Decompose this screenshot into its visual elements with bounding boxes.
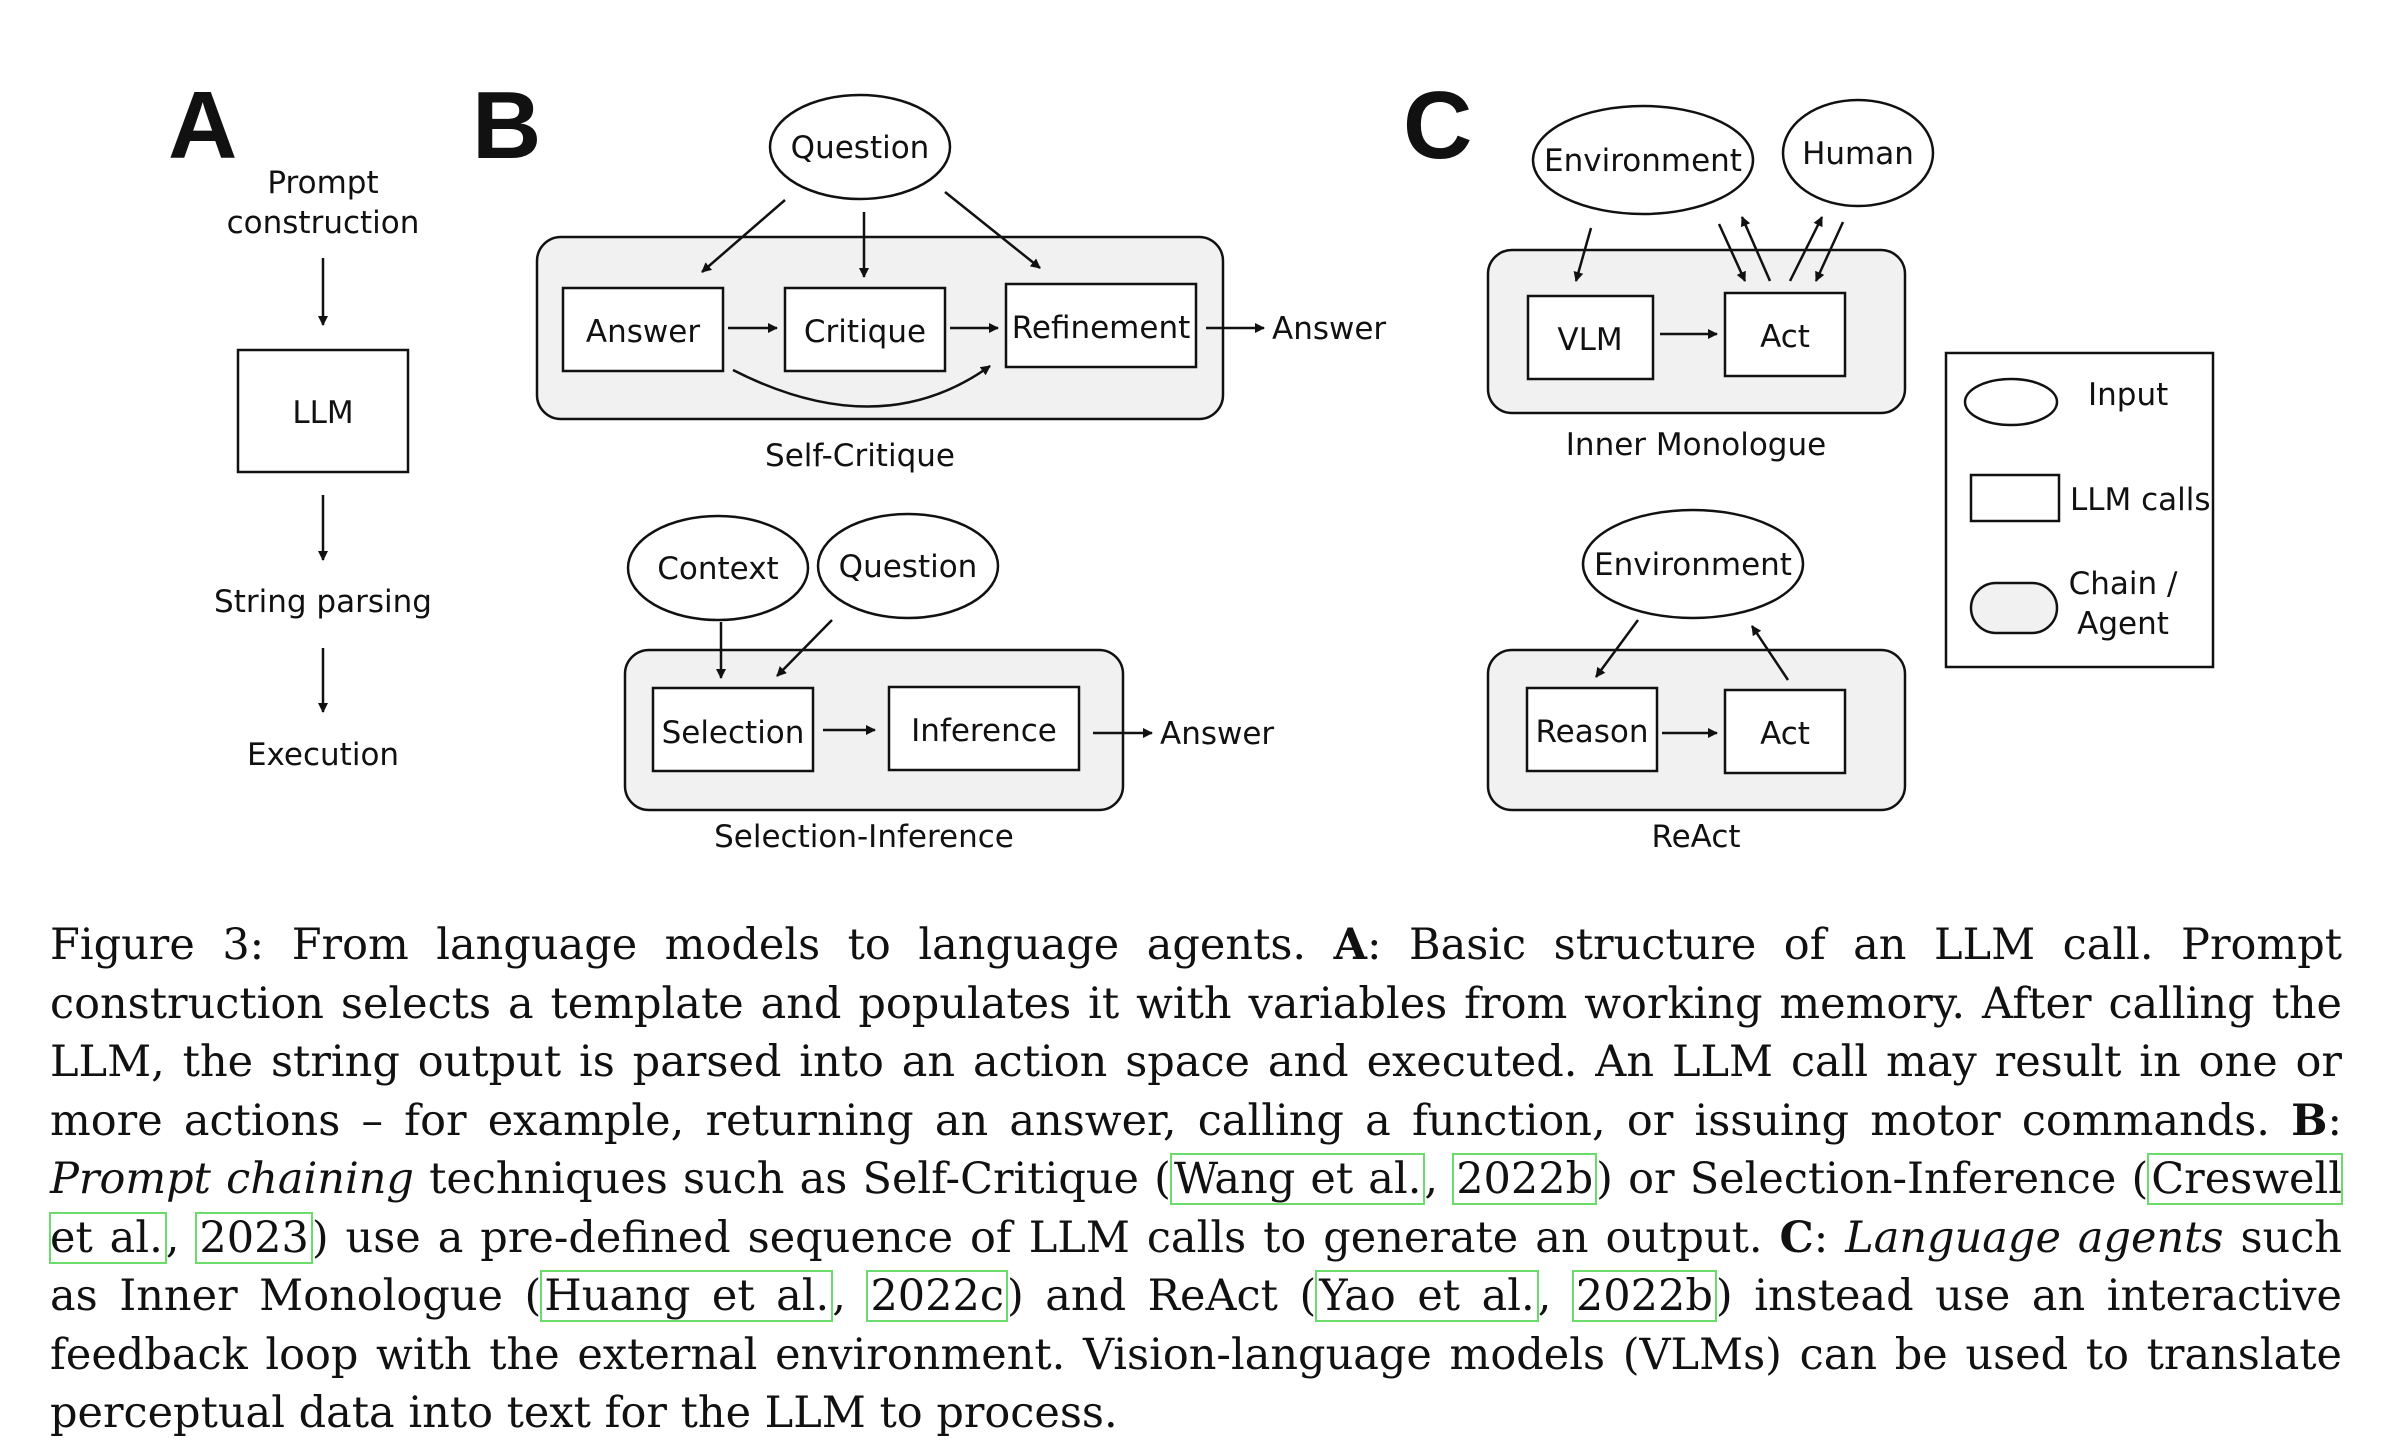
arrow-human-to-act	[1814, 221, 1845, 282]
caption-text: :	[2327, 1095, 2343, 1146]
caption-text: ) use a pre-defined sequence of LLM call…	[311, 1212, 1780, 1263]
reason-llm-label: Reason	[1536, 714, 1649, 750]
arrow-act-to-human	[1788, 216, 1824, 282]
arrow-environment-to-reason	[1594, 619, 1640, 678]
question-input-label-2: Question	[839, 549, 978, 585]
caption-panel-b-ref: B	[2291, 1095, 2328, 1146]
context-input-ellipse	[626, 514, 810, 622]
figure-caption: Figure 3: From language models to langua…	[49, 916, 2343, 1443]
vlm-label: VLM	[1557, 322, 1622, 358]
legend: Input LLM calls Chain / Agent	[1944, 351, 2215, 669]
inference-llm-label: Inference	[911, 713, 1057, 749]
execution-label: Execution	[247, 737, 399, 773]
citation-link-wang-year[interactable]: 2022b	[1452, 1153, 1598, 1205]
environment-input-label-2: Environment	[1594, 547, 1792, 583]
human-input-label: Human	[1802, 136, 1914, 172]
critique-llm-box	[783, 286, 947, 373]
llm-label: LLM	[292, 395, 353, 431]
caption-text: techniques such as Self-Critique (	[413, 1154, 1171, 1204]
answer-llm-label: Answer	[586, 314, 700, 350]
arrow-environment-to-vlm	[1573, 227, 1593, 282]
answer-llm-box	[561, 286, 725, 373]
caption-text: Figure 3: From language models to langua…	[50, 920, 1334, 970]
caption-text: : Basic structure of an LLM call. Prompt…	[50, 920, 2342, 1146]
context-input-label: Context	[657, 551, 778, 587]
question-input-ellipse-2	[816, 512, 1000, 620]
react-agent: Environment Reason Act ReAct	[1486, 508, 1907, 855]
panel-a: A Prompt construction LLM String parsing…	[168, 72, 432, 773]
legend-input-label: Input	[2088, 377, 2168, 413]
figure-3-diagram: A Prompt construction LLM String parsing…	[168, 72, 2215, 855]
citation-link-yao-year[interactable]: 2022b	[1571, 1270, 1717, 1322]
question-input-ellipse	[768, 93, 952, 201]
caption-text: ,	[1537, 1271, 1573, 1321]
caption-panel-a-ref: A	[1333, 920, 1367, 970]
caption-panel-c-ref: C	[1779, 1212, 1814, 1263]
panel-b: B Question Answer Critique Refinement An…	[472, 72, 1386, 855]
self-critique-output-label: Answer	[1272, 311, 1386, 347]
legend-llm-calls-swatch	[1969, 473, 2061, 523]
caption-text: ,	[1424, 1154, 1454, 1204]
caption-text: ) or Selection-Inference (	[1596, 1154, 2149, 1204]
react-label: ReAct	[1651, 819, 1740, 855]
arrow-environment-to-act	[1717, 223, 1747, 282]
vlm-box	[1526, 294, 1655, 381]
panel-b-letter: B	[472, 72, 541, 179]
refinement-llm-label: Refinement	[1012, 310, 1191, 346]
self-critique-chain: Question Answer Critique Refinement Answ…	[535, 93, 1386, 474]
citation-link-creswell-year[interactable]: 2023	[195, 1211, 313, 1264]
arrow-question-to-selection	[776, 619, 833, 677]
legend-chain-agent-swatch	[1969, 581, 2059, 635]
selection-inference-label: Selection-Inference	[714, 819, 1014, 855]
environment-input-ellipse	[1531, 104, 1755, 216]
llm-box	[236, 348, 410, 474]
selection-llm-label: Selection	[662, 715, 805, 751]
act-llm-box	[1723, 291, 1847, 378]
selection-inference-output-label: Answer	[1160, 716, 1274, 752]
arrow-question-to-answer	[701, 199, 786, 273]
citation-link-huang-authors[interactable]: Huang et al.	[540, 1270, 834, 1322]
legend-chain-agent-label-line2: Agent	[2077, 606, 2169, 642]
citation-link-wang-authors[interactable]: Wang et al.	[1169, 1153, 1426, 1205]
refinement-llm-box	[1004, 282, 1198, 369]
legend-input-swatch	[1963, 377, 2059, 427]
human-input-ellipse	[1781, 98, 1935, 208]
legend-llm-calls-label: LLM calls	[2070, 482, 2211, 518]
caption-emphasis: Language agents	[1845, 1212, 2224, 1263]
caption-text: such as Inner Monologue (	[50, 1212, 2342, 1322]
prompt-construction-label-line2: construction	[227, 205, 420, 241]
inner-monologue-label: Inner Monologue	[1566, 427, 1826, 463]
citation-link-huang-year[interactable]: 2022c	[866, 1270, 1008, 1322]
act-llm-box-2	[1723, 688, 1847, 775]
caption-text: ) and ReAct (	[1006, 1271, 1317, 1321]
panel-a-letter: A	[168, 72, 237, 179]
inference-llm-box	[887, 685, 1081, 772]
string-parsing-label: String parsing	[214, 584, 432, 620]
caption-text: :	[1813, 1212, 1846, 1263]
citation-link-yao-authors[interactable]: Yao et al.	[1315, 1270, 1539, 1322]
environment-input-label: Environment	[1544, 143, 1742, 179]
reason-llm-box	[1525, 686, 1659, 773]
caption-text: ,	[165, 1212, 197, 1263]
caption-emphasis: Prompt chaining	[50, 1154, 414, 1204]
self-critique-label: Self-Critique	[765, 438, 955, 474]
critique-llm-label: Critique	[804, 314, 926, 350]
caption-text: ,	[832, 1271, 868, 1321]
selection-inference-chain: Context Question Selection Inference Ans…	[623, 512, 1274, 855]
environment-input-ellipse-2	[1581, 508, 1805, 620]
inner-monologue-agent: Environment Human VLM Act Inner Monologu…	[1486, 98, 1935, 463]
act-llm-label: Act	[1760, 319, 1810, 355]
arrow-question-to-refinement	[944, 191, 1041, 269]
prompt-construction-label-line1: Prompt	[267, 165, 378, 201]
arrow-answer-to-refinement-curve	[732, 364, 991, 408]
selection-llm-box	[651, 686, 815, 773]
arrow-act-to-environment	[1740, 216, 1772, 282]
arrow-act-to-environment-2	[1750, 625, 1790, 681]
act-llm-label-2: Act	[1760, 716, 1810, 752]
legend-chain-agent-label-line1: Chain /	[2069, 566, 2178, 602]
question-input-label: Question	[791, 130, 930, 166]
panel-c-letter: C	[1403, 72, 1472, 179]
citation-link-creswell-authors[interactable]: Creswell et al.	[49, 1153, 2343, 1264]
panel-c: C Environment Human VLM Act Inner Monolo…	[1403, 72, 2215, 855]
